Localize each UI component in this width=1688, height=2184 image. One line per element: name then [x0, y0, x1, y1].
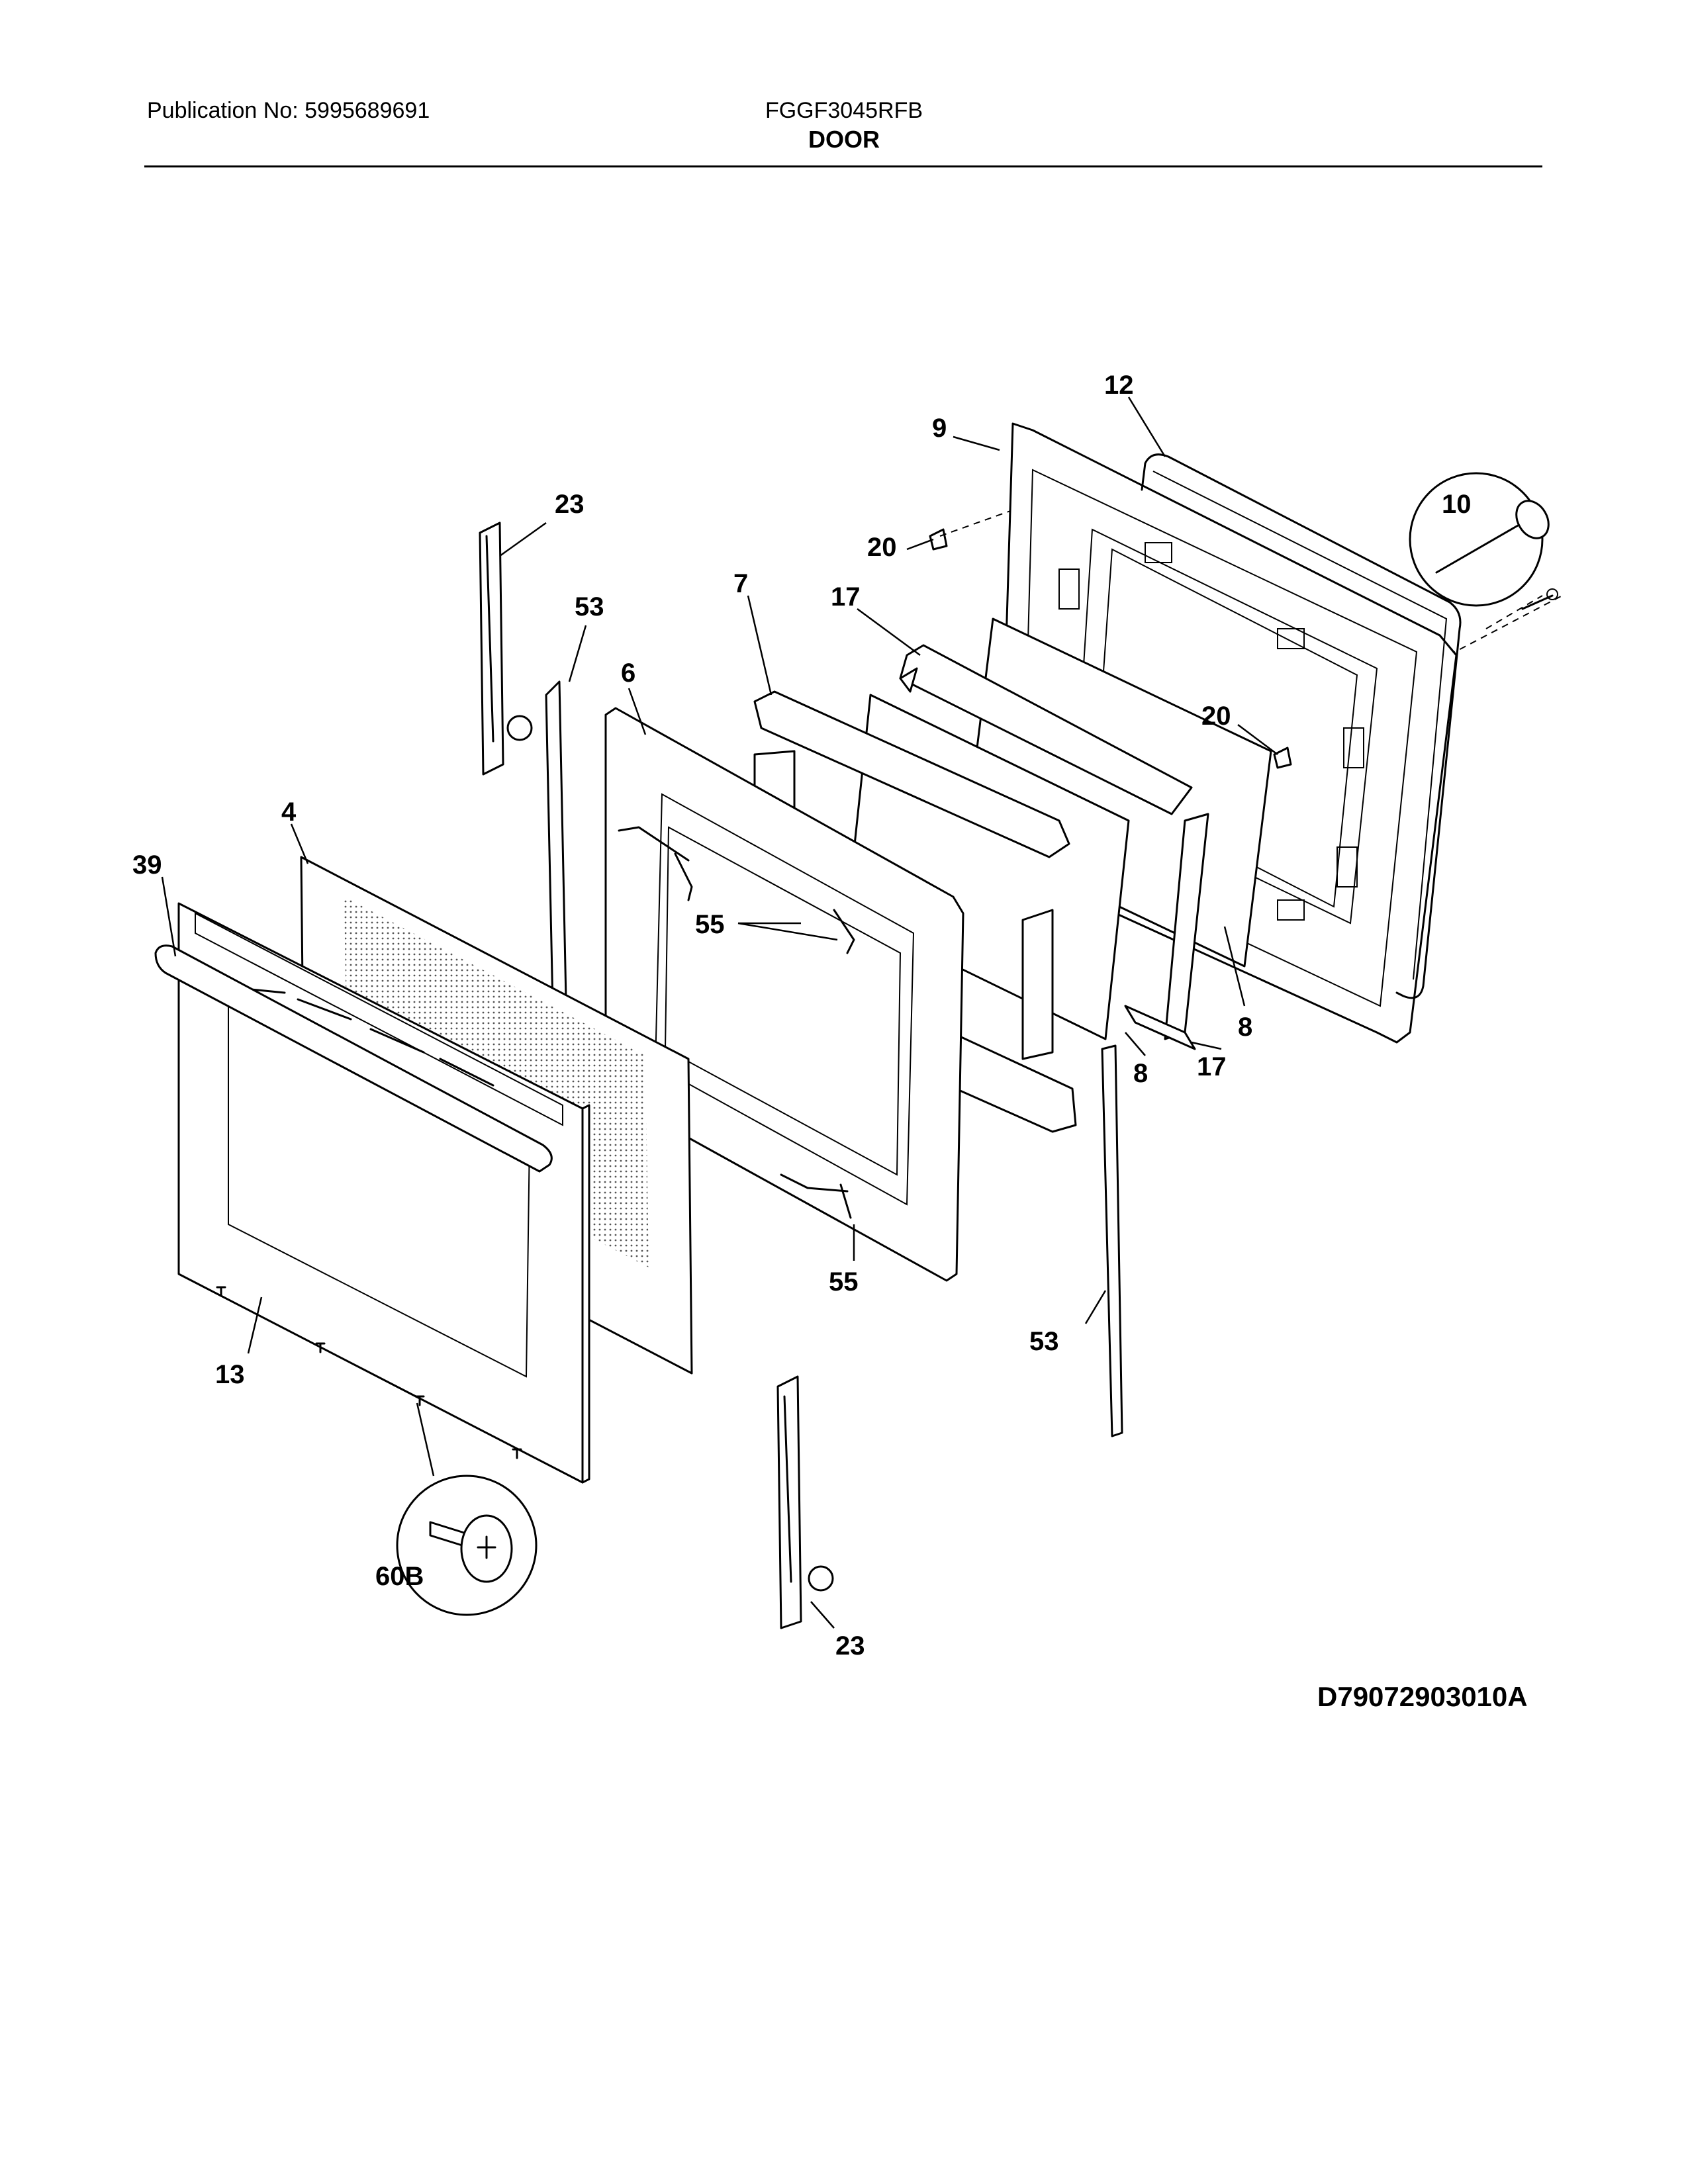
part-label-13: 13 [215, 1360, 245, 1389]
assembly-axis-lines [615, 502, 1563, 1093]
inner-door-frame [604, 707, 964, 1282]
side-trim-left [545, 680, 567, 1007]
door-gasket [1141, 453, 1462, 999]
part-label-9: 9 [932, 414, 947, 443]
glass-pack-frame [899, 644, 1209, 1050]
clip-top [929, 528, 948, 551]
section-title: DOOR [808, 126, 880, 153]
part-label-8-mid: 8 [1133, 1059, 1148, 1088]
hinge-bottom [776, 1375, 834, 1629]
part-label-23-top: 23 [555, 490, 585, 519]
part-label-55-top: 55 [695, 910, 725, 939]
part-label-20-top: 20 [867, 533, 897, 562]
header-divider [144, 165, 1542, 167]
drawing-number: D79072903010A [1317, 1681, 1528, 1712]
part-label-6: 6 [621, 659, 635, 688]
door-screws [216, 1286, 522, 1459]
part-label-55-bottom: 55 [829, 1267, 859, 1297]
part-label-60b: 60B [375, 1562, 424, 1591]
part-label-7: 7 [733, 569, 748, 598]
screw-detail-circle [1409, 472, 1558, 610]
door-handle [154, 944, 553, 1173]
part-label-20-right: 20 [1201, 702, 1231, 731]
model-number: FGGF3045RFB [765, 98, 923, 123]
clip-right [1273, 747, 1292, 769]
hinge-top [479, 522, 533, 776]
part-label-10: 10 [1442, 490, 1472, 519]
publication-number: Publication No: 5995689691 [147, 98, 430, 123]
leader-lines [161, 396, 1278, 1629]
screw-60b-detail-circle [396, 1475, 538, 1616]
side-trim-right [1101, 1044, 1123, 1437]
part-label-17-top: 17 [831, 582, 861, 612]
part-label-8-right: 8 [1238, 1013, 1252, 1042]
part-label-53-left: 53 [575, 592, 604, 621]
part-label-4: 4 [281, 797, 297, 827]
part-label-39: 39 [132, 850, 162, 880]
part-label-53-right: 53 [1029, 1327, 1059, 1356]
part-label-23-bottom: 23 [835, 1631, 865, 1661]
part-label-12: 12 [1104, 371, 1134, 400]
part-label-17-bottom: 17 [1197, 1052, 1227, 1081]
